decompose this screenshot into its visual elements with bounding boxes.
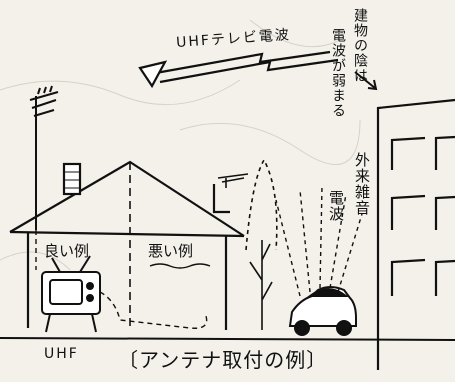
uhf-label: UHF bbox=[44, 346, 79, 362]
house bbox=[9, 160, 245, 330]
bad-example-label: 悪い例 bbox=[148, 242, 194, 260]
background-map-lines bbox=[0, 19, 361, 271]
antenna-cable bbox=[35, 230, 208, 329]
shadow-pointer-arrow bbox=[354, 71, 378, 91]
uhf-wave-arrow bbox=[138, 50, 339, 89]
tree bbox=[245, 158, 278, 330]
bad-example-wave bbox=[149, 263, 211, 269]
building-shadow-label-2: 電波が弱まる bbox=[330, 28, 346, 118]
external-noise-label: 外来雑音 bbox=[353, 152, 371, 216]
tv-set bbox=[41, 255, 101, 333]
noise-arrows bbox=[275, 185, 363, 297]
tall-building bbox=[376, 98, 455, 370]
bad-antenna bbox=[217, 173, 249, 188]
caption: 〔アンテナ取付の例〕 bbox=[118, 348, 328, 372]
good-example-label: 良い例 bbox=[44, 242, 90, 260]
noise-wave-label: 電波 bbox=[327, 190, 345, 222]
building-shadow-label-1: 建物の陰は bbox=[352, 8, 368, 83]
tv-antenna bbox=[29, 85, 59, 230]
ground-line bbox=[0, 337, 455, 341]
car bbox=[288, 286, 357, 336]
